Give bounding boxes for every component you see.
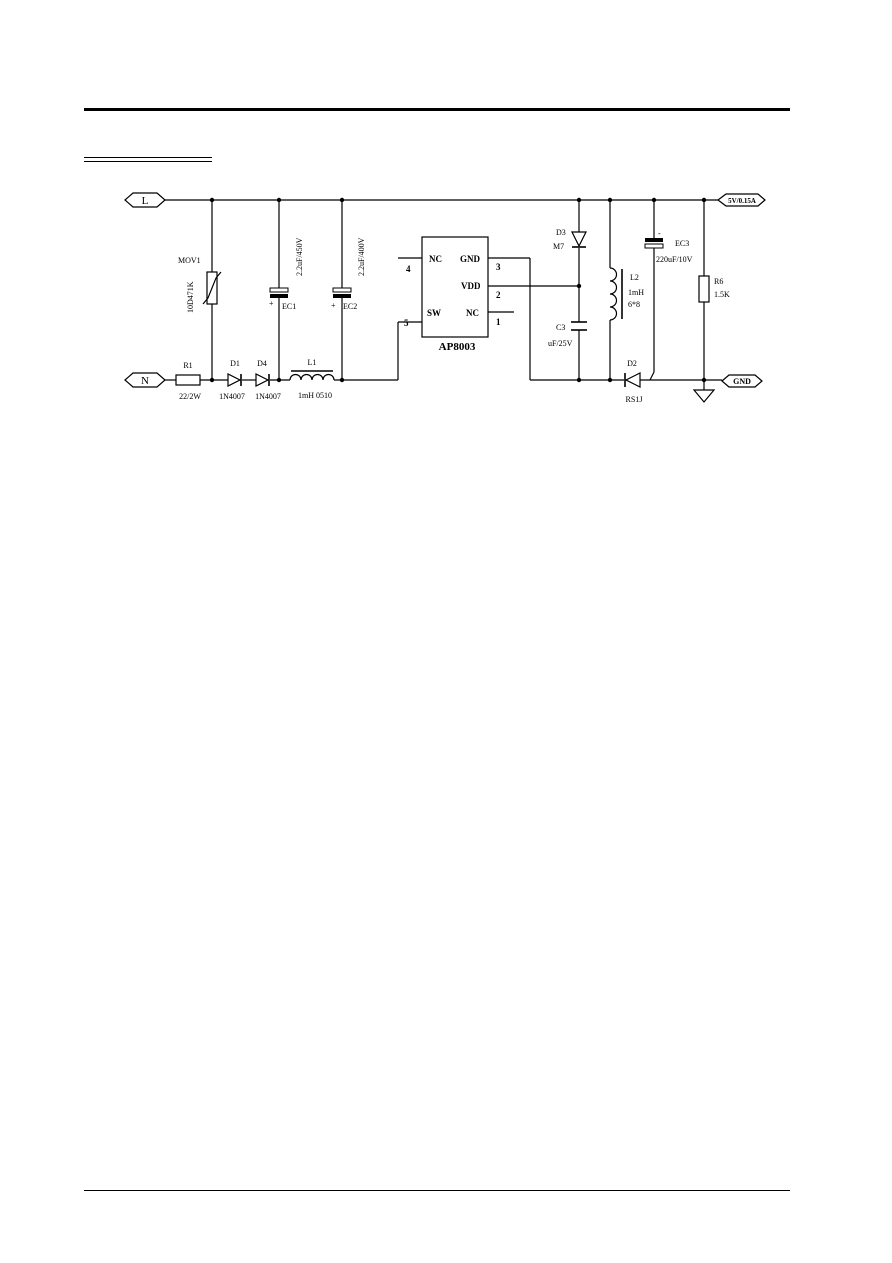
ec1-value: 2.2uF/450V — [295, 237, 304, 276]
inductor-l2: L2 1mH 6*8 — [609, 267, 644, 321]
ec3-value: 220uF/10V — [656, 255, 693, 264]
d1-value: 1N4007 — [219, 392, 245, 401]
pin-3-number: 3 — [496, 262, 501, 272]
port-l: L — [124, 192, 166, 208]
port-gnd: GND — [721, 374, 763, 388]
l2-size: 6*8 — [628, 300, 640, 309]
l2-value: 1mH — [628, 288, 644, 297]
port-gnd-label: GND — [733, 377, 751, 386]
r6-value: 1.5K — [714, 290, 730, 299]
section-heading-underline — [84, 157, 212, 162]
l1-ref: L1 — [308, 358, 317, 367]
capacitor-ec3: - EC3 220uF/10V — [644, 229, 693, 264]
ec1-polarity: + — [269, 299, 274, 308]
junctions — [209, 197, 707, 383]
r6-ref: R6 — [714, 277, 723, 286]
mov1-ref: MOV1 — [178, 256, 201, 265]
resistor-r1: R1 22/2W — [175, 361, 201, 401]
l2-ref: L2 — [630, 273, 639, 282]
r1-value: 22/2W — [179, 392, 201, 401]
pin-2-number: 2 — [496, 290, 501, 300]
varistor-mov1: MOV1 10D471K — [178, 256, 222, 313]
ic-ap8003: NC 4 SW 5 GND 3 VDD 2 NC 1 AP8003 — [404, 236, 501, 353]
ec2-ref: EC2 — [343, 302, 357, 311]
wires — [165, 199, 722, 390]
d2-ref: D2 — [627, 359, 637, 368]
mov1-value: 10D471K — [186, 281, 195, 313]
port-l-label: L — [142, 195, 149, 207]
diode-d2: D2 RS1J — [624, 359, 643, 404]
d4-value: 1N4007 — [255, 392, 281, 401]
header-rule — [84, 108, 790, 111]
pin-4-number: 4 — [406, 264, 411, 274]
capacitor-c3: C3 uF/25V — [548, 321, 587, 348]
ground-symbol — [692, 389, 716, 403]
pin-5-number: 5 — [404, 318, 409, 328]
pin-1-number: 1 — [496, 317, 501, 327]
c3-value: uF/25V — [548, 339, 573, 348]
ec2-polarity: + — [331, 301, 336, 310]
d2-value: RS1J — [626, 395, 643, 404]
ec2-value: 2.2uF/400V — [357, 237, 366, 276]
d4-ref: D4 — [257, 359, 267, 368]
pin-1-name: NC — [466, 308, 479, 318]
r1-ref: R1 — [183, 361, 192, 370]
d3-ref: D3 — [556, 228, 566, 237]
d3-value: M7 — [553, 242, 564, 251]
pin-5-name: SW — [427, 308, 441, 318]
capacitor-ec2: + EC2 2.2uF/400V — [331, 237, 366, 311]
c3-ref: C3 — [556, 323, 565, 332]
d1-ref: D1 — [230, 359, 240, 368]
footer-rule — [84, 1190, 790, 1191]
ec3-polarity: - — [658, 229, 661, 238]
inductor-l1: L1 1mH 0510 — [289, 358, 335, 400]
port-output-label: 5V/0.15A — [728, 197, 756, 205]
diode-d1: D1 1N4007 — [219, 359, 245, 401]
pin-4-name: NC — [429, 254, 442, 264]
port-output: 5V/0.15A — [717, 193, 766, 207]
resistor-r6: R6 1.5K — [698, 275, 730, 303]
port-n: N — [124, 372, 166, 388]
ec3-ref: EC3 — [675, 239, 689, 248]
pin-2-name: VDD — [461, 281, 481, 291]
pin-3-name: GND — [460, 254, 481, 264]
diode-d4: D4 1N4007 — [255, 359, 281, 401]
diode-d3: D3 M7 — [553, 228, 587, 251]
ec1-ref: EC1 — [282, 302, 296, 311]
l1-value: 1mH 0510 — [298, 391, 332, 400]
capacitor-ec1: + EC1 2.2uF/450V — [269, 237, 304, 311]
ic-name: AP8003 — [439, 341, 476, 353]
port-n-label: N — [141, 375, 149, 387]
